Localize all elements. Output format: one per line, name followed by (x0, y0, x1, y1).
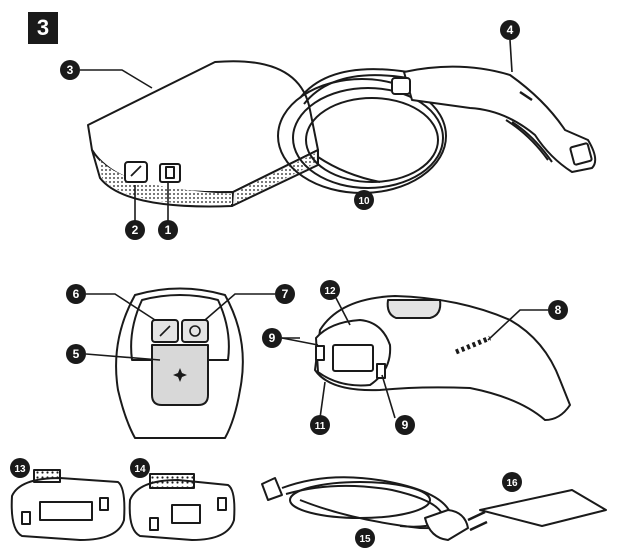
svg-text:7: 7 (282, 287, 289, 301)
svg-text:11: 11 (315, 421, 326, 432)
callout-11: 11 (310, 415, 330, 435)
handpiece-side-view (314, 295, 571, 421)
callout-13: 13 (10, 458, 30, 478)
callout-16: 16 (502, 472, 522, 492)
callout-4: 4 (500, 20, 520, 40)
power-adapter-icon (87, 60, 319, 208)
svg-text:12: 12 (324, 286, 336, 297)
svg-text:14: 14 (134, 464, 146, 475)
svg-text:8: 8 (555, 303, 562, 317)
callout-5: 5 (66, 344, 86, 364)
svg-text:5: 5 (73, 347, 80, 361)
callout-15: 15 (355, 528, 375, 548)
svg-text:6: 6 (73, 287, 80, 301)
cloth-icon (479, 489, 607, 527)
leader-lines (80, 39, 548, 419)
attachment-large-icon (128, 473, 236, 541)
svg-text:2: 2 (132, 223, 139, 237)
callout-10: 10 (354, 190, 374, 210)
svg-text:1: 1 (165, 223, 172, 237)
attachment-icon (10, 469, 126, 541)
callout-7: 7 (275, 284, 295, 304)
svg-text:9: 9 (269, 331, 276, 345)
callout-6: 6 (66, 284, 86, 304)
callout-8: 8 (548, 300, 568, 320)
svg-text:13: 13 (14, 464, 26, 475)
svg-text:15: 15 (359, 534, 371, 545)
callout-9-left: 9 (262, 328, 282, 348)
figure-number-badge: 3 (28, 12, 58, 44)
callout-9-right: 9 (395, 415, 415, 435)
callout-12: 12 (320, 280, 340, 300)
callout-2: 2 (125, 220, 145, 240)
svg-text:10: 10 (358, 196, 370, 207)
power-cord-icon (261, 476, 488, 541)
callout-14: 14 (130, 458, 150, 478)
callout-3: 3 (60, 60, 80, 80)
svg-text:4: 4 (507, 23, 514, 37)
svg-text:3: 3 (67, 63, 74, 77)
handpiece-icon (391, 65, 597, 173)
svg-text:16: 16 (506, 478, 518, 489)
callout-1: 1 (158, 220, 178, 240)
svg-text:9: 9 (402, 418, 409, 432)
handpiece-front-view (115, 287, 244, 439)
